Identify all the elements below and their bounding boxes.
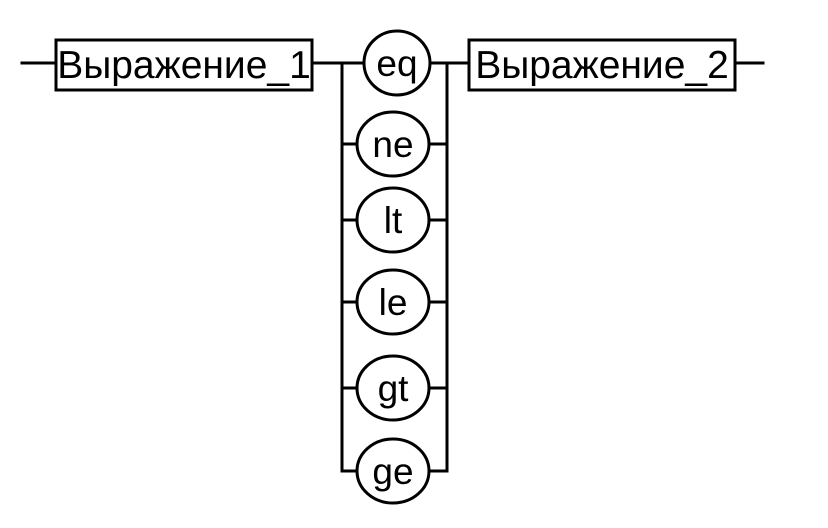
operator-lt: lt [355, 186, 431, 254]
operator-ne: ne [355, 110, 431, 178]
operator-gt-label: gt [378, 368, 410, 409]
expression-2-label: Выражение_2 [475, 44, 729, 87]
expression-1-box: Выражение_1 [54, 38, 314, 92]
operator-eq: eq [362, 29, 432, 97]
operator-lt-label: lt [384, 200, 403, 241]
operator-le-label: le [379, 282, 408, 323]
operator-ne-label: ne [372, 124, 413, 165]
operator-ge-label: ge [372, 451, 413, 492]
expression-2-box: Выражение_2 [467, 38, 737, 92]
operator-gt: gt [355, 354, 431, 422]
expression-1-label: Выражение_1 [57, 44, 311, 87]
operator-le: le [355, 268, 431, 336]
operator-eq-label: eq [376, 43, 417, 84]
operator-ge: ge [355, 437, 431, 505]
